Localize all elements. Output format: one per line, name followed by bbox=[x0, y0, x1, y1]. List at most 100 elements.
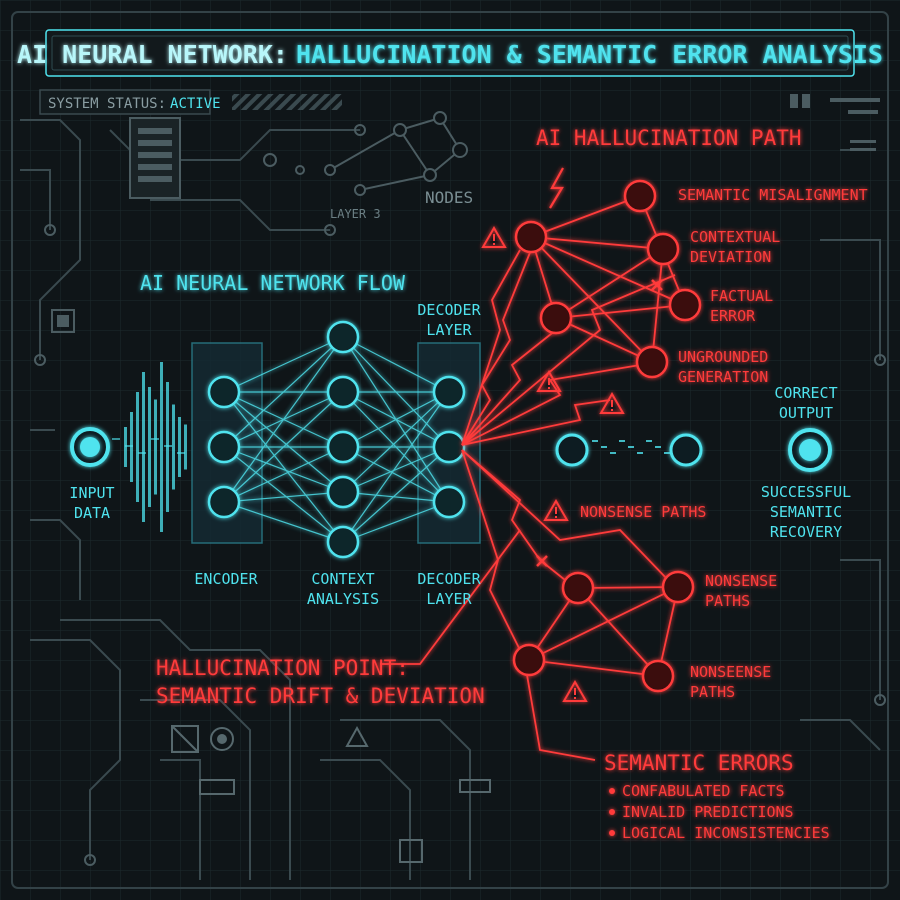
hallucination-point-connector bbox=[380, 529, 521, 665]
hallucination-edge bbox=[530, 236, 664, 250]
network-node bbox=[326, 475, 360, 509]
decor-layer-label: LAYER 3 bbox=[330, 207, 381, 221]
network-node bbox=[207, 485, 241, 519]
network-edge bbox=[342, 391, 450, 543]
network-edge bbox=[223, 446, 344, 493]
correct-output-label-1: CORRECT bbox=[774, 384, 837, 402]
network-node bbox=[207, 430, 241, 464]
hallucination-edge bbox=[555, 248, 664, 319]
nonsense-right1-line1: NONSENSE bbox=[705, 572, 777, 590]
warning-icons bbox=[481, 226, 625, 702]
network-node bbox=[326, 375, 360, 409]
hallucination-node bbox=[641, 659, 675, 693]
halluc-item-3-line1: FACTUAL bbox=[710, 287, 773, 305]
hallucination-path-title: AI HALLUCINATION PATH bbox=[536, 126, 802, 150]
hallucination-edge bbox=[555, 317, 653, 363]
hallucination-edge bbox=[577, 586, 679, 589]
network-edge bbox=[342, 501, 450, 543]
hallucination-edge bbox=[528, 586, 679, 661]
wave-dash bbox=[177, 452, 185, 454]
title-prefix: AI NEURAL NETWORK: bbox=[17, 40, 288, 69]
decoder-top-label-2: LAYER bbox=[426, 321, 472, 339]
network-edge bbox=[223, 336, 344, 503]
wave-dash bbox=[151, 438, 159, 440]
hallucination-edge bbox=[555, 304, 686, 319]
network-node bbox=[326, 525, 360, 559]
hallucination-edge bbox=[577, 587, 659, 677]
network-edge bbox=[223, 391, 344, 543]
output-node-2 bbox=[669, 433, 703, 467]
bullet-2 bbox=[609, 809, 615, 815]
context-label-1: CONTEXT bbox=[311, 570, 374, 588]
status-text: SYSTEM STATUS:ACTIVE bbox=[48, 96, 221, 112]
hallucination-node bbox=[539, 301, 573, 335]
output-dash bbox=[655, 446, 661, 448]
network-edge bbox=[223, 391, 344, 493]
output-dash bbox=[637, 452, 643, 454]
network-nodes bbox=[207, 320, 466, 559]
decor-barcode-top-right bbox=[790, 94, 880, 151]
network-edge bbox=[342, 446, 450, 543]
decoder-bottom-label-2: LAYER bbox=[426, 590, 472, 608]
title-rest: HALLUCINATION & SEMANTIC ERROR ANALYSIS bbox=[296, 40, 883, 69]
warning-icon bbox=[562, 680, 588, 702]
output-path bbox=[460, 428, 832, 472]
output-dash bbox=[619, 440, 625, 442]
decor-bottom-icons bbox=[171, 725, 491, 863]
network-edge bbox=[342, 491, 450, 503]
hallucination-node bbox=[635, 345, 669, 379]
hallucination-edge bbox=[651, 248, 664, 363]
recovery-label-3: RECOVERY bbox=[770, 523, 842, 541]
correct-output-label-2: OUTPUT bbox=[779, 404, 833, 422]
hallucination-nodes bbox=[512, 179, 702, 693]
hallucination-node bbox=[661, 570, 695, 604]
encoder-label: ENCODER bbox=[194, 570, 258, 588]
network-edge bbox=[342, 446, 450, 503]
nonsense-header: NONSENSE PATHS bbox=[580, 503, 706, 521]
hallucination-node bbox=[646, 232, 680, 266]
error-x-icons bbox=[536, 279, 663, 567]
hallucination-zigzag bbox=[461, 399, 611, 446]
hallucination-edge bbox=[528, 659, 659, 677]
context-label-2: ANALYSIS bbox=[307, 590, 379, 608]
network-node bbox=[432, 430, 466, 464]
status-value: ACTIVE bbox=[170, 96, 221, 112]
output-node-1 bbox=[555, 433, 589, 467]
halluc-item-2-line1: CONTEXTUAL bbox=[690, 228, 780, 246]
semantic-error-item-1: CONFABULATED FACTS bbox=[622, 782, 785, 800]
status-bar: SYSTEM STATUS:ACTIVE bbox=[39, 89, 342, 115]
hallucination-zigzag bbox=[461, 249, 532, 446]
outer-frame bbox=[11, 11, 889, 889]
flow-title: AI NEURAL NETWORK FLOW bbox=[140, 271, 406, 295]
wave-dash bbox=[112, 438, 120, 440]
nonsense-right2-line2: PATHS bbox=[690, 683, 735, 701]
network-node bbox=[326, 320, 360, 354]
output-dash bbox=[610, 452, 616, 454]
hallucination-zigzag bbox=[461, 364, 641, 446]
page-title: AI NEURAL NETWORK: HALLUCINATION & SEMANT… bbox=[17, 40, 883, 69]
semantic-errors-title: SEMANTIC ERRORS bbox=[604, 751, 794, 775]
hallucination-zigzag bbox=[461, 449, 669, 581]
decor-node-graph bbox=[324, 111, 468, 196]
lightning-icon bbox=[549, 167, 564, 209]
network-edge bbox=[223, 336, 344, 448]
hallucination-point-line1: HALLUCINATION POINT: bbox=[156, 656, 409, 680]
warning-icon bbox=[481, 226, 507, 248]
circuit-pads bbox=[34, 124, 886, 866]
network-edges bbox=[223, 336, 450, 543]
network-node bbox=[207, 375, 241, 409]
network-node bbox=[326, 430, 360, 464]
semantic-error-item-3: LOGICAL INCONSISTENCIES bbox=[622, 824, 830, 842]
warning-icon bbox=[536, 370, 562, 392]
hallucination-edge bbox=[530, 236, 653, 363]
network-edge bbox=[223, 491, 344, 503]
title-panel: AI NEURAL NETWORK: HALLUCINATION & SEMANT… bbox=[17, 29, 883, 77]
bullet-3 bbox=[609, 830, 615, 836]
nonsense-right2-line1: NONSEENSE bbox=[690, 663, 771, 681]
network-edge bbox=[342, 391, 450, 493]
hallucination-zigzag bbox=[461, 274, 676, 446]
decoder-top-label-1: DECODER bbox=[417, 301, 481, 319]
recovery-label-2: SEMANTIC bbox=[770, 503, 842, 521]
halluc-item-2-line2: DEVIATION bbox=[690, 248, 771, 266]
